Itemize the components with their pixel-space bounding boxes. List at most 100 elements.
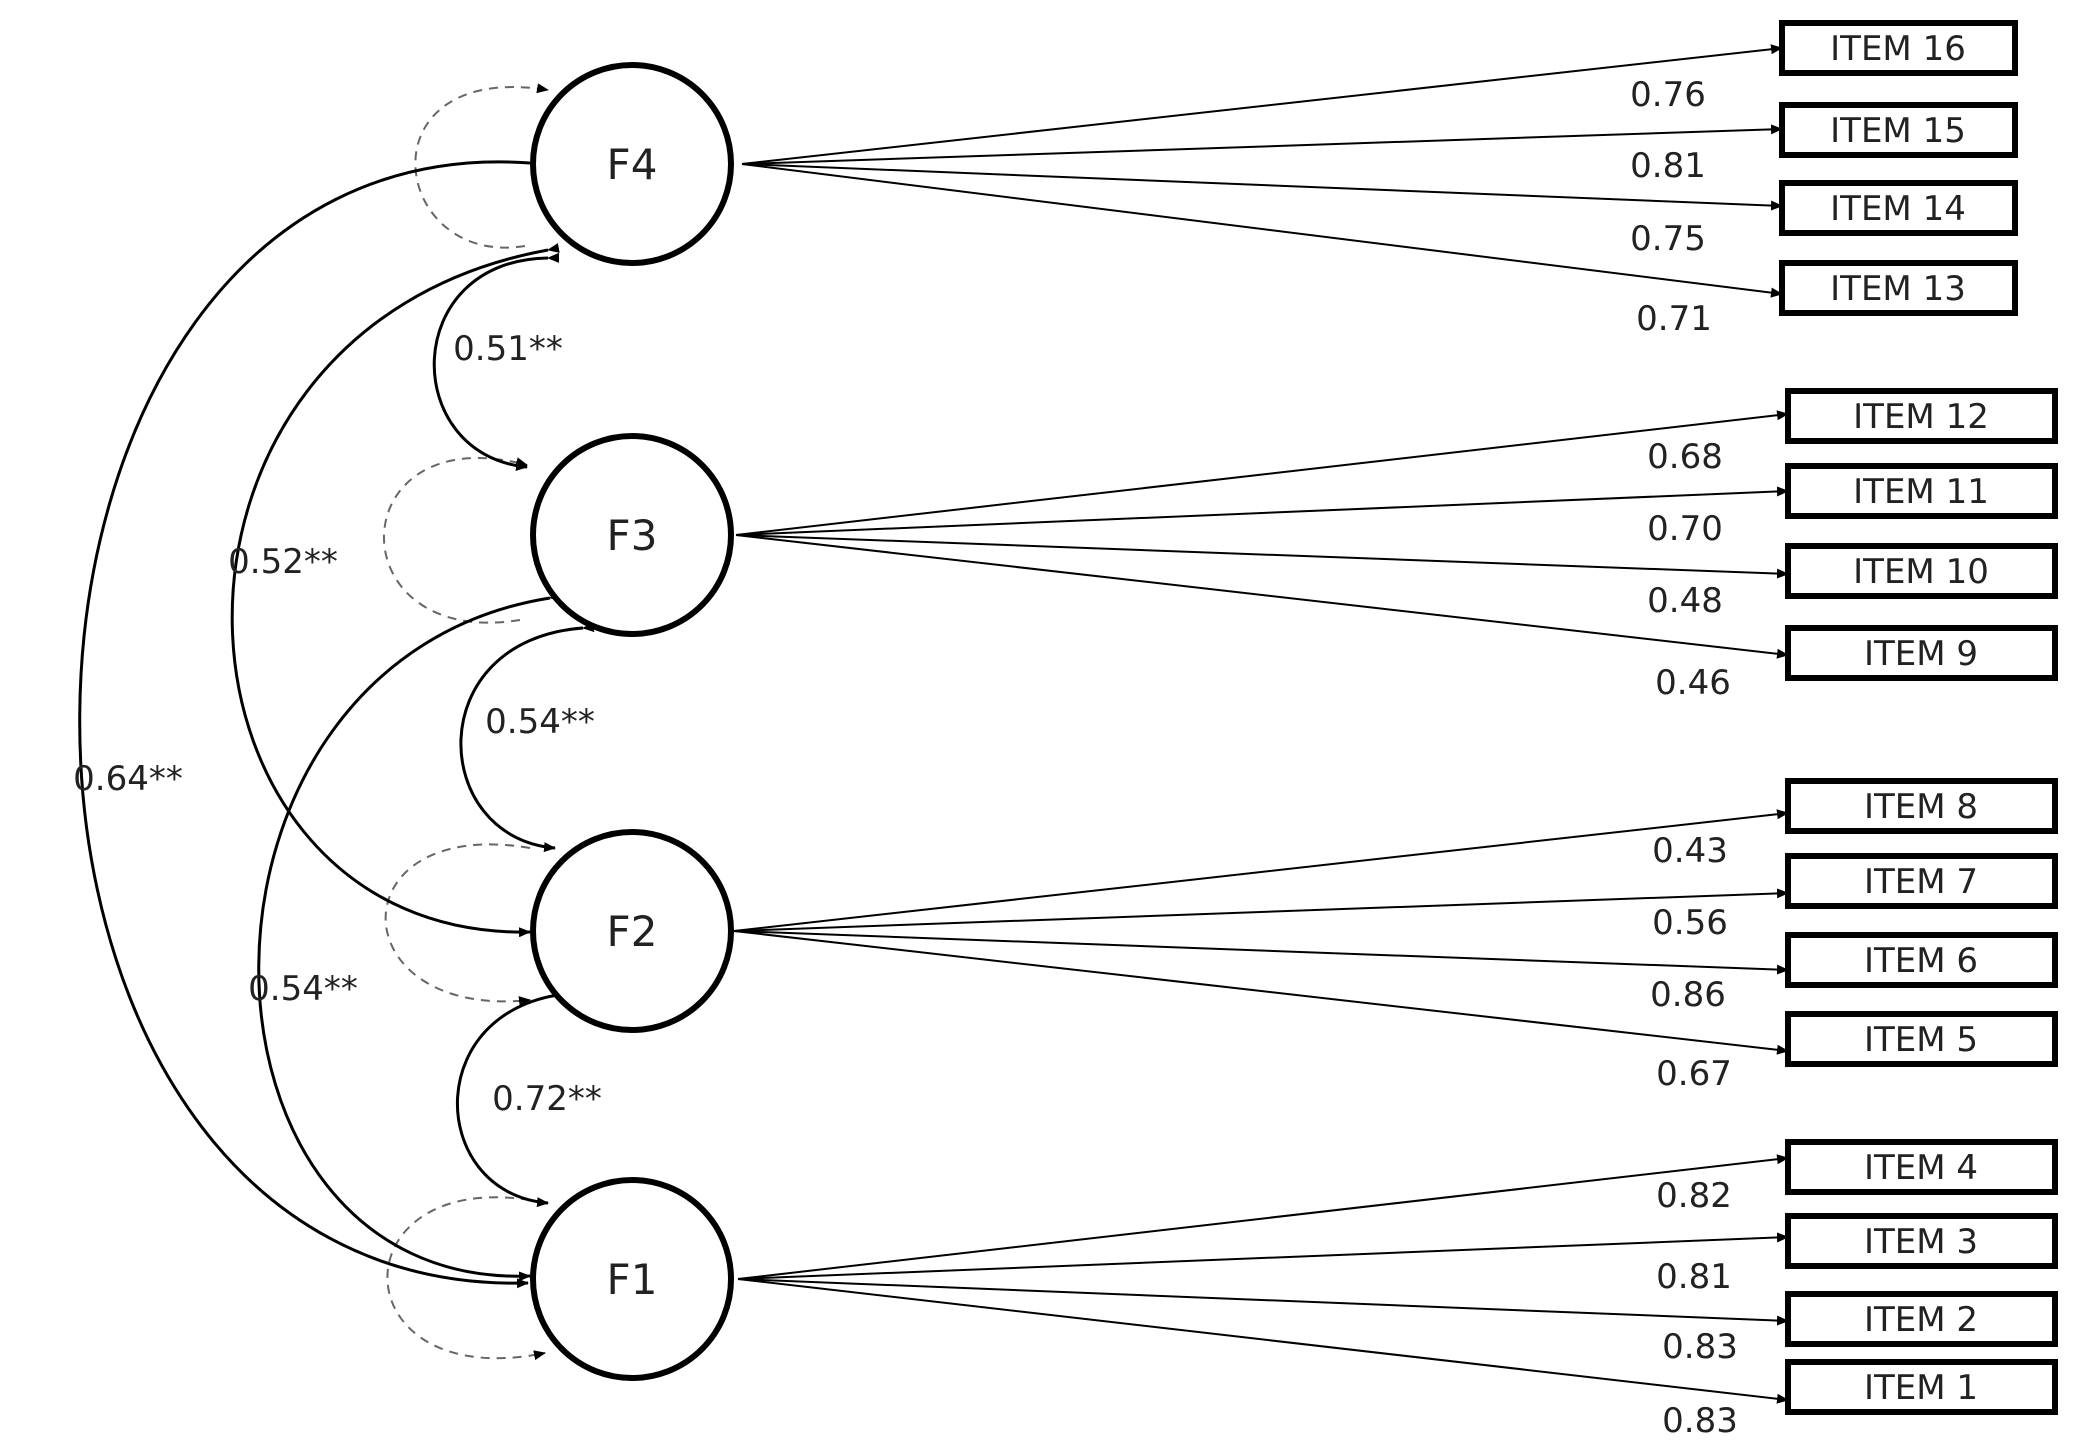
correlation-arc-f2-f1: [456, 987, 590, 1208]
factor-label-f4: F4: [607, 140, 658, 189]
item-label: ITEM 11: [1853, 472, 1989, 512]
item-box-5: ITEM 5: [1785, 1011, 2058, 1067]
loading-path-item-15: [741, 124, 1783, 165]
item-box-frame: [1779, 20, 2018, 76]
loading-path-item-8: [733, 809, 1789, 932]
item-label: ITEM 3: [1864, 1222, 1978, 1262]
loading-value-item-16: 0.76: [1630, 75, 1706, 115]
item-box-2: ITEM 2: [1785, 1291, 2058, 1347]
item-label: ITEM 1: [1864, 1368, 1978, 1408]
item-box-14: ITEM 14: [1779, 180, 2018, 236]
loading-value-item-5: 0.67: [1656, 1054, 1732, 1094]
item-box-frame: [1785, 463, 2058, 519]
loading-path-item-11: [735, 486, 1789, 536]
item-label: ITEM 12: [1853, 397, 1989, 437]
correlation-value-f3-f2: 0.54**: [485, 702, 595, 742]
loading-path-item-10: [735, 534, 1789, 579]
item-box-9: ITEM 9: [1785, 625, 2058, 681]
factor-label-f3: F3: [607, 511, 658, 560]
loading-value-item-7: 0.56: [1652, 903, 1728, 943]
item-box-1: ITEM 1: [1785, 1359, 2058, 1415]
loading-path-item-13: [741, 163, 1783, 298]
item-box-frame: [1785, 932, 2058, 988]
residual-arcs: [383, 83, 549, 1361]
item-box-frame: [1785, 1291, 2058, 1347]
factor-f2: F2: [530, 829, 734, 1033]
item-box-frame: [1785, 388, 2058, 444]
item-box-frame: [1785, 1139, 2058, 1195]
item-label: ITEM 16: [1830, 29, 1966, 69]
loading-value-item-10: 0.48: [1647, 581, 1723, 621]
correlation-arcs: [78, 158, 595, 1289]
item-box-frame: [1785, 1213, 2058, 1269]
loading-values: 0.76 0.81 0.75 0.71 0.68 0.70 0.48 0.46 …: [1630, 75, 1738, 1441]
loading-value-item-2: 0.83: [1662, 1327, 1738, 1367]
residual-arc-f1: [386, 1196, 546, 1361]
item-boxes: ITEM 16 ITEM 15 ITEM 14 ITEM 13 ITEM 12 …: [1779, 20, 2058, 1415]
loading-path-item-12: [735, 410, 1789, 536]
correlation-values: 0.51** 0.52** 0.54** 0.54** 0.72** 0.64*…: [73, 329, 602, 1119]
correlation-arc-f3-f1: [257, 591, 562, 1282]
loading-value-item-1: 0.83: [1662, 1401, 1738, 1441]
item-box-6: ITEM 6: [1785, 932, 2058, 988]
factor-circle-f2: [530, 829, 734, 1033]
factor-circle-f4: [530, 62, 734, 266]
correlation-arc-f4-f1: [78, 158, 542, 1289]
item-box-10: ITEM 10: [1785, 543, 2058, 599]
loading-value-item-12: 0.68: [1647, 437, 1723, 477]
loading-value-item-8: 0.43: [1652, 831, 1728, 871]
item-box-7: ITEM 7: [1785, 853, 2058, 909]
loading-value-item-15: 0.81: [1630, 146, 1706, 186]
loading-path-item-2: [737, 1278, 1789, 1326]
loading-path-item-14: [741, 163, 1783, 211]
item-box-frame: [1785, 1359, 2058, 1415]
item-box-frame: [1785, 778, 2058, 834]
factor-f1: F1: [530, 1177, 734, 1381]
loading-path-item-5: [733, 930, 1789, 1055]
loading-value-item-14: 0.75: [1630, 219, 1706, 259]
correlation-value-f4-f2: 0.52**: [228, 542, 338, 582]
item-box-3: ITEM 3: [1785, 1213, 2058, 1269]
item-box-frame: [1785, 1011, 2058, 1067]
residual-arc-f4: [414, 83, 549, 249]
item-box-frame: [1779, 260, 2018, 316]
loading-paths: [733, 44, 1789, 1404]
item-label: ITEM 6: [1864, 941, 1978, 981]
loading-value-item-9: 0.46: [1655, 663, 1731, 703]
correlation-value-f3-f1: 0.54**: [248, 969, 358, 1009]
loading-path-item-4: [737, 1154, 1789, 1280]
item-box-12: ITEM 12: [1785, 388, 2058, 444]
factor-label-f1: F1: [607, 1255, 658, 1304]
item-box-11: ITEM 11: [1785, 463, 2058, 519]
residual-arc-f3: [383, 457, 528, 624]
item-label: ITEM 8: [1864, 787, 1978, 827]
item-box-frame: [1785, 625, 2058, 681]
item-label: ITEM 4: [1864, 1148, 1978, 1188]
loading-path-item-7: [733, 888, 1789, 932]
correlation-value-f4-f1: 0.64**: [73, 759, 183, 799]
item-label: ITEM 5: [1864, 1020, 1978, 1060]
correlation-arc-f4-f3: [432, 252, 560, 471]
correlation-arc-f3-f2: [459, 622, 595, 853]
loading-value-item-4: 0.82: [1656, 1176, 1732, 1216]
item-box-16: ITEM 16: [1779, 20, 2018, 76]
factor-label-f2: F2: [607, 907, 658, 956]
item-label: ITEM 15: [1830, 111, 1966, 151]
item-box-13: ITEM 13: [1779, 260, 2018, 316]
loading-path-item-9: [735, 534, 1789, 659]
loading-value-item-13: 0.71: [1636, 299, 1712, 339]
factor-f4: F4: [530, 62, 734, 266]
loading-path-item-3: [737, 1232, 1789, 1280]
item-box-4: ITEM 4: [1785, 1139, 2058, 1195]
item-label: ITEM 13: [1830, 269, 1966, 309]
factor-circle-f3: [530, 433, 734, 637]
item-label: ITEM 14: [1830, 189, 1966, 229]
item-box-frame: [1779, 102, 2018, 158]
item-label: ITEM 9: [1864, 634, 1978, 674]
loading-path-item-1: [737, 1278, 1789, 1404]
loading-path-item-6: [733, 930, 1789, 975]
factor-circle-f1: [530, 1177, 734, 1381]
residual-arc-f2: [384, 843, 531, 1007]
loading-path-item-16: [741, 44, 1783, 165]
